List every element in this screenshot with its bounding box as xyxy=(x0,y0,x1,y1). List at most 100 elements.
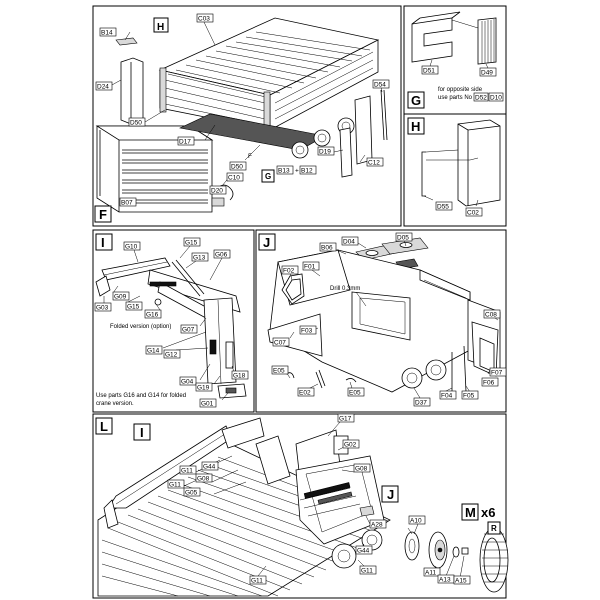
panel-l-labels: G17 G02 G08 G11 G44 G08 G11 G05 G44 A28 … xyxy=(95,413,399,585)
part-label: D10 xyxy=(490,95,502,102)
part-label: F07 xyxy=(491,370,503,377)
panel-h-frame xyxy=(403,113,507,227)
panel-j-labels: D04 D05 B06 F02 F01 C07 F03 E05 E02 E05 … xyxy=(258,232,507,407)
part-label: G04 xyxy=(181,379,194,386)
part-label: B12 xyxy=(301,168,313,175)
part-label: G06 xyxy=(215,252,228,259)
part-label: G11 xyxy=(169,482,181,489)
part-label: G12 xyxy=(165,352,178,359)
part-label: D50 xyxy=(231,164,243,171)
panel-m-labels: A10 A11 A13 A15 M x6 R xyxy=(408,503,501,585)
bottom-note: Use parts G16 and G14 for folded xyxy=(96,393,186,399)
part-label: E05 xyxy=(349,390,361,397)
drill-note: Drill 0.3mm xyxy=(330,286,360,292)
part-label: G15 xyxy=(185,240,198,247)
part-label: G18 xyxy=(233,373,246,380)
panel-h-drawing xyxy=(421,119,501,207)
part-label: D17 xyxy=(179,139,191,146)
part-label: C10 xyxy=(228,175,240,182)
panel-j-frame xyxy=(255,229,507,413)
bracket-d51 xyxy=(411,17,453,63)
part-label: B07 xyxy=(121,200,133,207)
part-label: D24 xyxy=(97,84,109,91)
part-label: A15 xyxy=(455,578,467,585)
part-label: G01 xyxy=(201,401,214,408)
folded-version-note: Folded version (option) xyxy=(110,324,171,330)
part-label: G44 xyxy=(203,464,216,471)
part-label: A28 xyxy=(371,522,383,529)
part-label: G08 xyxy=(355,466,368,473)
part-label: C08 xyxy=(485,312,497,319)
part-label: B06 xyxy=(321,245,333,252)
panel-g-labels: D51 D49 for opposite side use parts No D… xyxy=(407,65,504,109)
part-label: F01 xyxy=(304,264,316,271)
part-label: G02 xyxy=(344,442,357,449)
part-label: G10 xyxy=(125,244,138,251)
part-label: G17 xyxy=(339,416,352,423)
part-label: E02 xyxy=(299,390,311,397)
inset-ref-i: I xyxy=(140,425,144,440)
bottom-note: crane version. xyxy=(96,401,134,407)
part-label: G44 xyxy=(357,548,370,555)
part-label: C03 xyxy=(198,16,210,23)
part-label: G08 xyxy=(197,476,210,483)
panel-f-labels: B14 C03 D24 D50 D17 D54 D19 C12 D50 G B1… xyxy=(94,13,390,223)
part-label: G07 xyxy=(182,327,195,334)
part-label: D05 xyxy=(397,235,409,242)
part-label: G11 xyxy=(361,568,373,575)
part-label: G13 xyxy=(193,255,206,262)
part-label: G16 xyxy=(146,312,159,319)
part-label: D52 xyxy=(475,95,487,102)
section-letter-j: J xyxy=(263,235,270,250)
part-label: G11 xyxy=(251,578,263,585)
part-label: F02 xyxy=(283,268,295,275)
part-label: D54 xyxy=(374,82,386,89)
part-label: A13 xyxy=(439,577,451,584)
part-label: F03 xyxy=(301,328,313,335)
panel-l-frame xyxy=(92,413,507,599)
part-label: D50 xyxy=(130,120,142,127)
note-text: for opposite side xyxy=(438,87,483,93)
part-label: A10 xyxy=(410,518,422,525)
section-letter-g: G xyxy=(411,93,421,108)
panel-g-drawing xyxy=(411,11,497,69)
panel-l-drawing xyxy=(97,417,391,597)
part-label: D49 xyxy=(481,70,493,77)
part-label: G15 xyxy=(127,304,140,311)
box-c02 xyxy=(457,119,501,207)
part-label: F05 xyxy=(463,393,475,400)
part-label: G14 xyxy=(147,348,160,355)
quantity-multiplier: x6 xyxy=(481,505,495,520)
part-label: C12 xyxy=(368,160,380,167)
panel-i-frame xyxy=(92,229,255,413)
section-letter-h: H xyxy=(411,119,420,134)
marker-f: F xyxy=(248,153,252,160)
part-label: C07 xyxy=(274,340,286,347)
panel-i-drawing xyxy=(95,245,247,401)
note-text: use parts No xyxy=(438,95,473,101)
part-label: C02 xyxy=(467,210,479,217)
inset-ref-j: J xyxy=(387,487,394,502)
panel-j-drawing xyxy=(267,237,501,399)
part-label: E05 xyxy=(273,368,285,375)
inset-ref-h: H xyxy=(157,22,164,33)
part-label: G03 xyxy=(96,305,109,312)
part-label: G05 xyxy=(185,490,198,497)
part-label: F06 xyxy=(483,380,495,387)
part-label: D55 xyxy=(437,204,449,211)
section-letter-l: L xyxy=(100,419,108,434)
part-label: G11 xyxy=(181,468,193,475)
section-letter-f: F xyxy=(99,207,107,222)
part-label: A11 xyxy=(425,570,436,577)
part-label: B13 xyxy=(278,168,290,175)
part-label: G09 xyxy=(114,294,127,301)
panel-h-labels: D55 C02 H xyxy=(407,117,483,217)
part-label: B14 xyxy=(101,30,113,37)
cab-l xyxy=(295,455,385,545)
part-label: D19 xyxy=(319,149,331,156)
part-label: G19 xyxy=(197,385,210,392)
panel-i-labels: G10 G15 G13 G06 G09 G03 G15 G16 Folded v… xyxy=(94,233,249,408)
part-label: D20 xyxy=(211,188,223,195)
